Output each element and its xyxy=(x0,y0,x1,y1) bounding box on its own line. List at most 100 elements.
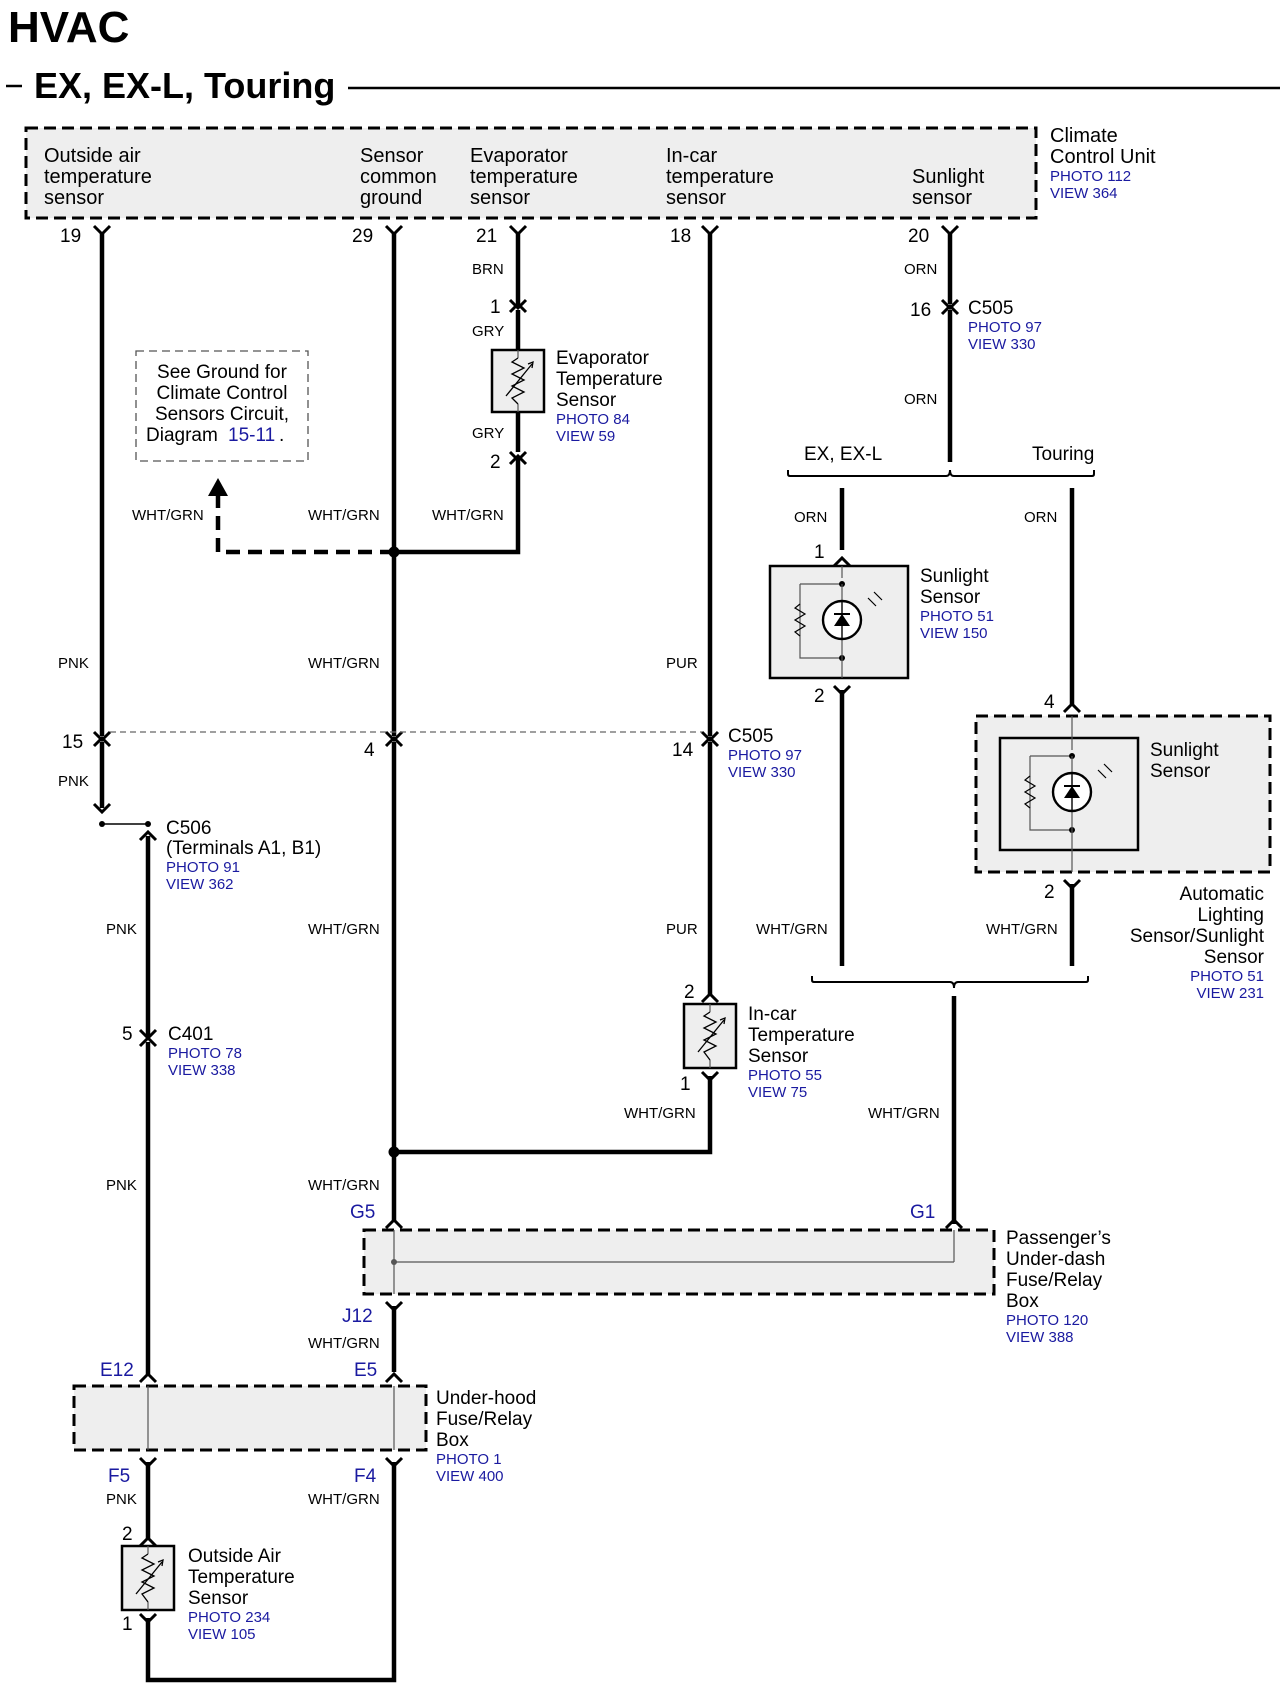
svg-text:Lighting: Lighting xyxy=(1197,905,1264,926)
wire-label-orn-1: ORN xyxy=(904,261,937,278)
thermistor-icon xyxy=(505,350,534,412)
wire-label-orn-ex: ORN xyxy=(794,509,827,526)
wire-label-wht-grn-1: WHT/GRN xyxy=(308,507,380,524)
svg-text:Sensor: Sensor xyxy=(188,1588,249,1609)
svg-text:PHOTO 120: PHOTO 120 xyxy=(1006,1312,1088,1329)
variant-touring: Touring xyxy=(1032,444,1094,465)
ccu-label: Climate Control Unit PHOTO 112 VIEW 364 xyxy=(1050,125,1156,202)
svg-text:Climate Control: Climate Control xyxy=(157,383,288,404)
ccu-pin-18: 18 xyxy=(670,226,691,247)
c505-mid-label: C505 PHOTO 97 VIEW 330 xyxy=(728,726,802,781)
svg-text:C506: C506 xyxy=(166,818,211,839)
wire-label-gry-2: GRY xyxy=(472,425,504,442)
wire-label-pnk-4: PNK xyxy=(106,1177,137,1194)
svg-text:Sunlight: Sunlight xyxy=(1150,740,1219,761)
wire-label-pur-1: PUR xyxy=(666,655,698,672)
underhood-box-internal xyxy=(147,1386,395,1450)
ccu-pin-19: 19 xyxy=(60,226,81,247)
svg-text:VIEW 362: VIEW 362 xyxy=(166,876,234,893)
svg-text:sensor: sensor xyxy=(470,187,530,209)
connector-g1: G1 xyxy=(910,1202,935,1223)
svg-text:C401: C401 xyxy=(168,1024,213,1045)
connector-e12: E12 xyxy=(100,1360,134,1381)
svg-text:Sensor: Sensor xyxy=(920,587,981,608)
evap-sensor-label: Evaporator Temperature Sensor PHOTO 84 V… xyxy=(556,348,663,445)
svg-text:temperature: temperature xyxy=(666,166,774,188)
svg-text:VIEW 150: VIEW 150 xyxy=(920,625,988,642)
svg-text:PHOTO 84: PHOTO 84 xyxy=(556,411,630,428)
auto-sensor-inner-label: Sunlight Sensor xyxy=(1150,740,1219,782)
connector-j12: J12 xyxy=(342,1306,373,1327)
wire-label-orn-touring: ORN xyxy=(1024,509,1057,526)
wire-ground-reference xyxy=(215,492,394,555)
svg-text:PHOTO 97: PHOTO 97 xyxy=(728,747,802,764)
underhood-box-label: Under-hood Fuse/Relay Box PHOTO 1 VIEW 4… xyxy=(436,1388,536,1485)
wire-label-orn-2: ORN xyxy=(904,391,937,408)
c505-top-label: C505 PHOTO 97 VIEW 330 xyxy=(968,298,1042,353)
svg-text:Temperature: Temperature xyxy=(748,1025,855,1046)
outside-pin-2: 2 xyxy=(122,1524,133,1545)
ccu-terminal-evaporator: Evaporator temperature sensor xyxy=(470,145,578,209)
wire-label-wht-grn-touring: WHT/GRN xyxy=(986,921,1058,938)
c505-pin-14: 14 xyxy=(672,740,694,761)
svg-text:PHOTO 51: PHOTO 51 xyxy=(1190,968,1264,985)
thermistor-icon xyxy=(697,1004,726,1068)
wire-label-wht-grn-4: WHT/GRN xyxy=(308,1177,380,1194)
connector-f4: F4 xyxy=(354,1466,377,1487)
incar-pin-2: 2 xyxy=(684,982,695,1003)
wire-label-wht-grn-j12: WHT/GRN xyxy=(308,1335,380,1352)
ccu-pin-29: 29 xyxy=(352,226,373,247)
wire-label-pnk-1: PNK xyxy=(58,655,89,672)
svg-text:VIEW 338: VIEW 338 xyxy=(168,1062,236,1079)
svg-text:PHOTO 78: PHOTO 78 xyxy=(168,1045,242,1062)
svg-text:Climate: Climate xyxy=(1050,125,1118,147)
c505-pin-4: 4 xyxy=(364,740,375,761)
ccu-terminal-sensor-ground: Sensor common ground xyxy=(360,145,437,209)
c401-label: C401 PHOTO 78 VIEW 338 xyxy=(168,1024,242,1079)
variant-bracket xyxy=(787,469,1095,477)
wire-label-wht-grn-evap: WHT/GRN xyxy=(432,507,504,524)
svg-text:VIEW 400: VIEW 400 xyxy=(436,1468,504,1485)
svg-text:Temperature: Temperature xyxy=(556,369,663,390)
svg-text:Sensors Circuit,: Sensors Circuit, xyxy=(155,404,289,425)
svg-text:Sensor: Sensor xyxy=(748,1046,809,1067)
svg-text:Sensor: Sensor xyxy=(1204,947,1265,968)
svg-text:Outside air: Outside air xyxy=(44,145,141,167)
svg-text:Under-dash: Under-dash xyxy=(1006,1249,1105,1270)
svg-text:VIEW 388: VIEW 388 xyxy=(1006,1329,1074,1346)
svg-text:Automatic: Automatic xyxy=(1180,884,1264,905)
svg-text:temperature: temperature xyxy=(44,166,152,188)
sunlight-sensor-label: Sunlight Sensor PHOTO 51 VIEW 150 xyxy=(920,566,994,642)
sunlight-pin-1: 1 xyxy=(814,542,825,563)
diagram-15-11-link[interactable]: 15-11 xyxy=(228,425,275,446)
wire-label-pur-2: PUR xyxy=(666,921,698,938)
page-subtitle: EX, EX-L, Touring xyxy=(34,65,335,106)
svg-text:Under-hood: Under-hood xyxy=(436,1388,536,1409)
svg-text:VIEW 59: VIEW 59 xyxy=(556,428,615,445)
svg-text:Fuse/Relay: Fuse/Relay xyxy=(436,1409,533,1430)
svg-text:Control Unit: Control Unit xyxy=(1050,146,1156,168)
svg-text:(Terminals A1, B1): (Terminals A1, B1) xyxy=(166,838,321,859)
wire-label-pnk-3: PNK xyxy=(106,921,137,938)
wire-label-pnk-2: PNK xyxy=(58,773,89,790)
outside-air-temperature-sensor xyxy=(120,1544,176,1612)
incar-pin-1: 1 xyxy=(680,1074,691,1095)
under-hood-fuse-relay-box xyxy=(72,1384,428,1452)
wire-label-wht-grn-f4: WHT/GRN xyxy=(308,1491,380,1508)
svg-text:PHOTO 234: PHOTO 234 xyxy=(188,1609,270,1626)
svg-text:Passenger’s: Passenger’s xyxy=(1006,1228,1111,1249)
ccu-photo-ref: PHOTO 112 xyxy=(1050,168,1131,185)
auto-sensor-label: Automatic Lighting Sensor/Sunlight Senso… xyxy=(1130,884,1265,1002)
c506-label: C506 (Terminals A1, B1) PHOTO 91 VIEW 36… xyxy=(166,818,321,893)
svg-text:Diagram: Diagram xyxy=(146,425,218,446)
svg-text:In-car: In-car xyxy=(666,145,717,167)
svg-text:See Ground for: See Ground for xyxy=(157,362,288,383)
photodiode-icon xyxy=(1023,716,1113,872)
svg-text:PHOTO 51: PHOTO 51 xyxy=(920,608,994,625)
wire-label-wht-grn-2: WHT/GRN xyxy=(308,655,380,672)
svg-text:VIEW 330: VIEW 330 xyxy=(728,764,796,781)
variant-ex: EX, EX-L xyxy=(804,444,882,465)
svg-text:Temperature: Temperature xyxy=(188,1567,295,1588)
thermistor-icon xyxy=(135,1546,164,1610)
